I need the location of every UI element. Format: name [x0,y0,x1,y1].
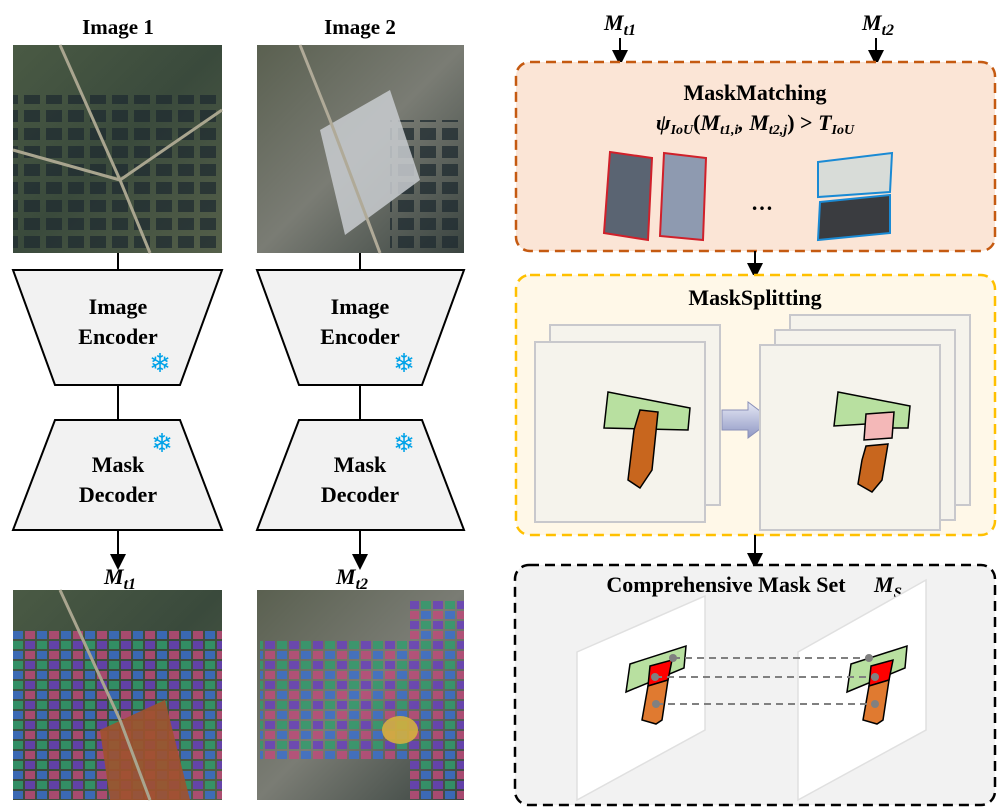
correspondence-lines [655,657,875,705]
image-encoder-2: Image Encoder ❄ [255,269,466,386]
correspondence-points [651,654,879,708]
image-2-title: Image 2 [324,15,396,39]
output-label-mt2: Mt2 [335,564,368,593]
matching-formula: ψIoU(Mt1,i, Mt2,j) > TIoU [656,110,855,138]
input-label-mt1: Mt1 [603,10,636,39]
comprehensive-mask-set-block: Comprehensive Mask Set MS [513,563,997,807]
decoder-label-line1: Mask [92,452,145,477]
mask-splitting-block: MaskSplitting [514,273,997,537]
column-image-1: Image 1 Image Encoder ❄ Mask Decoder ❄ M… [11,15,224,801]
matched-mask-thumbnail [658,151,708,242]
column-image-2: Image 2 Image Encoder ❄ Mask Decoder ❄ M… [255,15,466,800]
input-image-1 [12,44,223,254]
input-label-mt2: Mt2 [861,10,894,39]
mask-matching-title: MaskMatching [684,80,827,105]
mask-set-title: Comprehensive Mask Set [606,572,846,597]
encoder-label-line1: Image [89,294,148,319]
snowflake-icon: ❄ [393,349,415,378]
matched-mask-thumbnail [816,193,891,242]
image-encoder-1: Image Encoder ❄ [11,269,224,386]
output-label-mt1: Mt1 [103,564,136,593]
mask-splitting-title: MaskSplitting [688,285,821,310]
matched-mask-thumbnail [817,151,894,199]
image-1-title: Image 1 [82,15,154,39]
mask-matching-block: MaskMatching ψIoU(Mt1,i, Mt2,j) > TIoU … [514,60,997,253]
input-image-2 [257,44,464,254]
snowflake-icon: ❄ [151,429,173,458]
matched-mask-thumbnail [602,150,654,242]
decoder-label-line1: Mask [334,452,387,477]
mask-decoder-1: Mask Decoder ❄ [11,419,224,531]
mask-set-symbol: MS [873,572,902,601]
segmented-output-1 [13,589,222,801]
decoder-label-line2: Decoder [79,482,157,507]
encoder-label-line2: Encoder [320,324,400,349]
ellipsis: … [751,190,773,215]
segmented-output-2 [257,590,464,800]
decoder-label-line2: Decoder [321,482,399,507]
snowflake-icon: ❄ [393,429,415,458]
encoder-label-line1: Image [331,294,390,319]
mask-decoder-2: Mask Decoder ❄ [255,419,466,531]
encoder-label-line2: Encoder [78,324,158,349]
snowflake-icon: ❄ [149,349,171,378]
